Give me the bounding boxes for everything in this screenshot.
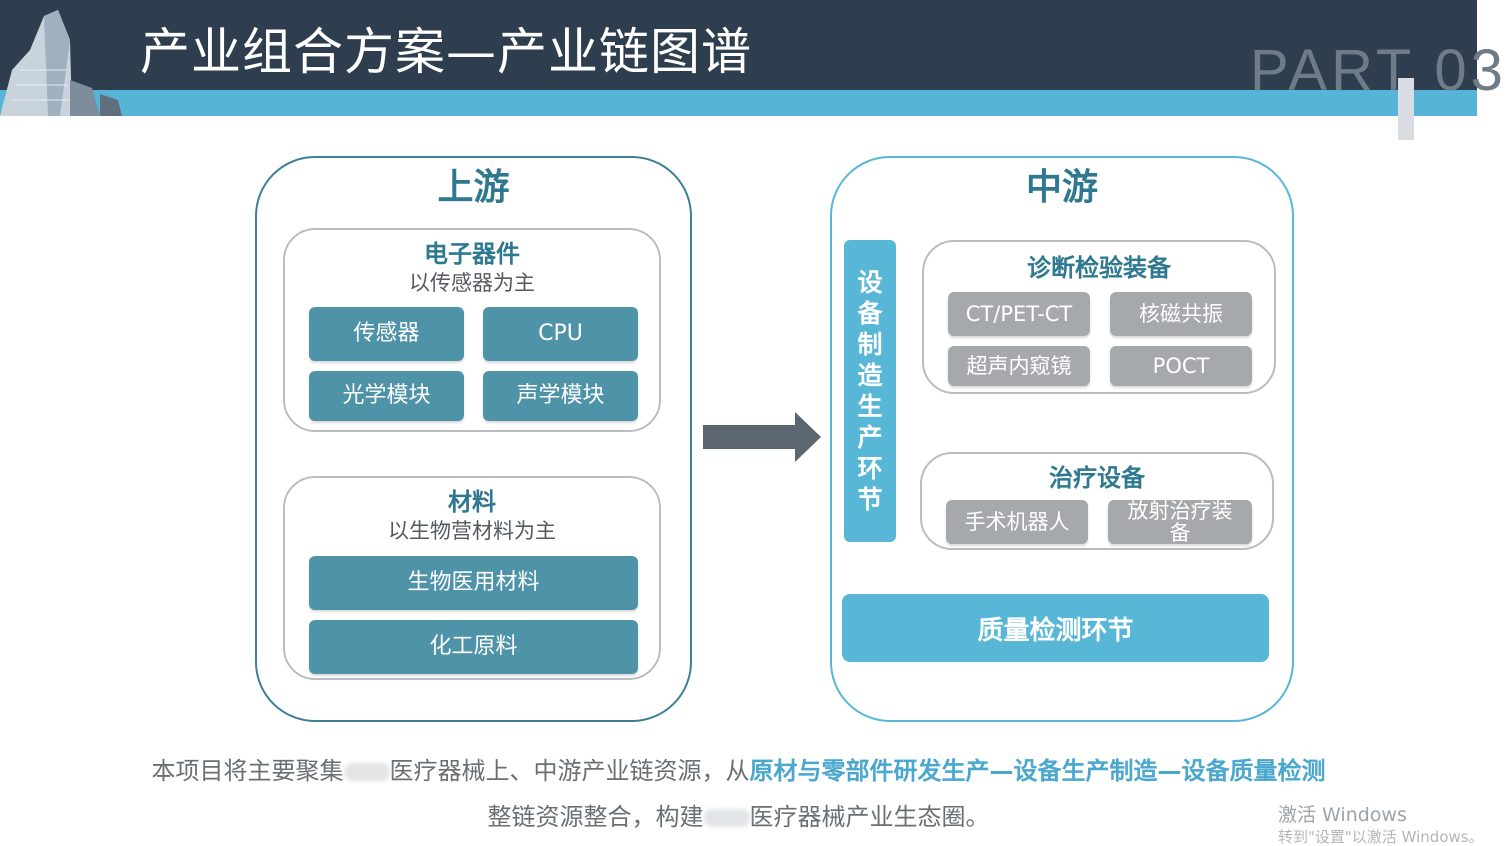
vertical-char: 制 [857, 330, 883, 359]
vertical-char: 环 [857, 454, 883, 483]
vertical-char: 造 [857, 361, 883, 390]
mri-node: 核磁共振 [1110, 292, 1252, 336]
acoustic-module-node: 声学模块 [483, 371, 638, 421]
vertical-char: 设 [857, 268, 883, 297]
vertical-char: 产 [857, 423, 883, 452]
sensor-node: 传感器 [309, 307, 464, 361]
page-title: 产业组合方案—产业链图谱 [140, 23, 752, 81]
summary-text: 整链资源整合，构建 [487, 803, 704, 831]
materials-group: 材料 以生物营材料为主 生物医用材料 化工原料 [283, 476, 661, 680]
summary-highlight: 原材与零部件研发生产—设备生产制造—设备质量检测 [749, 757, 1326, 785]
summary-line-2: 整链资源整合，构建 医疗器械产业生态圈。 [0, 802, 1477, 832]
header-accent-stripe [0, 90, 1477, 116]
summary-line-1: 本项目将主要聚集 医疗器械上、中游产业链资源，从原材与零部件研发生产—设备生产制造… [0, 756, 1477, 786]
upstream-title: 上游 [437, 167, 510, 208]
surgical-robot-node: 手术机器人 [946, 500, 1088, 544]
vertical-char: 生 [857, 392, 883, 421]
treatment-title: 治疗设备 [1049, 464, 1145, 492]
summary-text: 医疗器械产业生态圈。 [749, 803, 990, 831]
part-accent-bar [1398, 78, 1414, 140]
vertical-char: 备 [857, 299, 883, 328]
building-icon [0, 10, 122, 116]
equipment-manufacturing-bar: 设 备 制 造 生 产 环 节 [844, 240, 896, 542]
treatment-group: 治疗设备 手术机器人 放射治疗装备 [920, 452, 1274, 550]
midstream-title: 中游 [1025, 167, 1098, 208]
diagnosis-title: 诊断检验装备 [1027, 254, 1171, 282]
electronics-subtitle: 以传感器为主 [409, 271, 535, 295]
vertical-char: 节 [857, 485, 883, 514]
materials-subtitle: 以生物营材料为主 [388, 519, 556, 543]
diagnosis-group: 诊断检验装备 CT/PET-CT 核磁共振 超声内窥镜 POCT [922, 240, 1276, 394]
activation-watermark: 激活 Windows [1278, 804, 1407, 826]
ultrasound-endoscope-node: 超声内窥镜 [948, 346, 1090, 386]
flow-arrow-icon [703, 412, 821, 462]
quality-inspection-bar: 质量检测环节 [842, 594, 1269, 662]
header-bar [0, 0, 1477, 90]
redacted-mark [343, 763, 390, 781]
ct-pet-ct-node: CT/PET-CT [948, 292, 1090, 336]
chemical-material-node: 化工原料 [309, 620, 638, 674]
electronics-title: 电子器件 [424, 240, 520, 268]
poct-node: POCT [1110, 346, 1252, 386]
cpu-node: CPU [483, 307, 638, 361]
biomedical-material-node: 生物医用材料 [309, 556, 638, 610]
redacted-mark [703, 809, 750, 827]
electronics-group: 电子器件 以传感器为主 传感器 CPU 光学模块 声学模块 [283, 228, 661, 432]
part-label: PART 03 [1250, 38, 1507, 103]
upstream-panel: 上游 电子器件 以传感器为主 传感器 CPU 光学模块 声学模块 材料 以生物营… [255, 156, 692, 722]
optical-module-node: 光学模块 [309, 371, 464, 421]
radiotherapy-equipment-node: 放射治疗装备 [1108, 500, 1252, 544]
summary-text: 医疗器械上、中游产业链资源，从 [389, 757, 750, 785]
summary-text: 本项目将主要聚集 [151, 757, 344, 785]
materials-title: 材料 [448, 488, 496, 516]
activation-watermark-sub: 转到"设置"以激活 Windows。 [1278, 828, 1484, 846]
